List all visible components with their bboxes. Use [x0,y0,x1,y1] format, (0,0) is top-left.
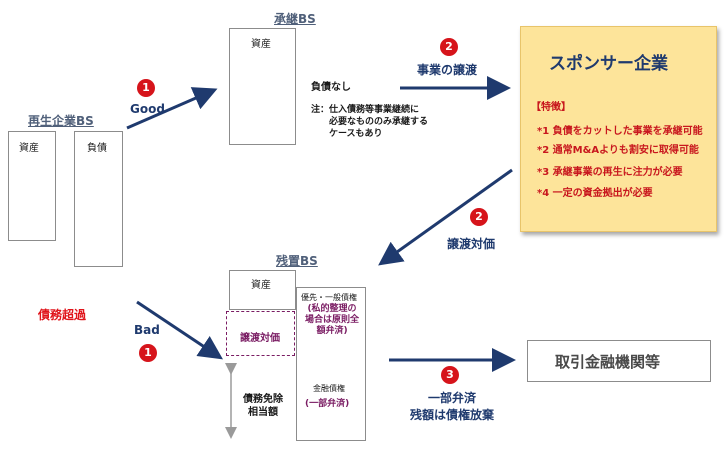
priority-debt-label: 優先・一般債権 [301,293,357,302]
bad-arrow [136,300,223,360]
insolvency-label: 債務超過 [38,308,87,322]
exemption-line-2: 相当額 [248,407,278,418]
saisei-asset-label: 資産 [19,143,39,154]
zanchi-transfer-price-label: 譲渡対価 [240,333,280,344]
shokei-bs-title: 承継BS [274,12,316,26]
transfer-consideration-label: 譲渡対価 [447,237,496,251]
repay-line-1: 一部弁済 [427,391,476,405]
shokei-note-line-2: 必要なもののみ承継する [329,117,429,127]
feature-4: *4 一定の資金拠出が必要 [537,188,653,199]
features-heading: 【特徴】 [531,102,571,113]
good-arrow [126,87,218,130]
zanchi-liability-box: 優先・一般債権 (私的整理の 場合は原則全 額弁済) 金融債権 (一部弁済) [296,287,366,441]
sponsor-box: スポンサー企業 【特徴】 *1 負債をカットした事業を承継可能 *2 通常M&A… [520,26,717,232]
financial-debt-label: 金融債権 [313,384,345,393]
step2-badge-consideration: 2 [470,208,488,226]
shokei-note: 注：仕入債務等事業継続に 必要なもののみ承継する ケースもあり [311,104,428,140]
zanchi-asset-box: 資産 [229,270,296,310]
zanchi-asset-label: 資産 [251,280,271,291]
saisei-bs-title: 再生企業BS [28,114,94,128]
consideration-arrow [378,168,513,266]
shokei-note-line-3: ケースもあり [329,129,383,139]
private-restructure-line-2: 場合は原則全 [304,315,359,325]
bad-label: Bad [134,323,160,337]
feature-2: *2 通常M&Aよりも割安に取得可能 [537,145,699,156]
shokei-asset-box: 資産 [229,28,296,145]
sponsor-title: スポンサー企業 [549,54,668,74]
private-restructure-line-3: 額弁済) [316,326,348,336]
shokei-note-line-1: 注：仕入債務等事業継続に [311,105,420,115]
step1-badge-bad: 1 [139,344,157,362]
saisei-asset-box: 資産 [8,131,56,241]
lender-label: 取引金融機関等 [555,353,661,371]
step1-badge-good: 1 [137,79,155,97]
good-label: Good [130,102,165,116]
exemption-label: 債務免除 相当額 [243,393,283,419]
repay-line-2: 残額は債権放棄 [409,408,494,422]
zanchi-transfer-price-box: 譲渡対価 [226,311,295,356]
private-restructure-line-1: (私的整理の [307,304,357,314]
feature-3: *3 承継事業の再生に注力が必要 [537,167,683,178]
saisei-liability-label: 負債 [87,143,107,154]
step2-badge-transfer: 2 [440,38,458,56]
step3-badge: 3 [441,366,459,384]
private-restructure-note: (私的整理の 場合は原則全 額弁済) [299,304,365,337]
no-debt-label: 負債なし [311,82,351,93]
saisei-liability-box: 負債 [74,131,123,267]
shokei-asset-label: 資産 [251,39,271,50]
repay-note: 一部弁済 残額は債権放棄 [402,390,502,424]
partial-repay-note: (一部弁済) [305,399,350,409]
feature-1: *1 負債をカットした事業を承継可能 [537,126,703,137]
business-transfer-label: 事業の譲渡 [417,63,478,77]
lender-box: 取引金融機関等 [527,340,711,382]
zanchi-bs-title: 残置BS [276,254,318,268]
exemption-line-1: 債務免除 [243,394,283,405]
